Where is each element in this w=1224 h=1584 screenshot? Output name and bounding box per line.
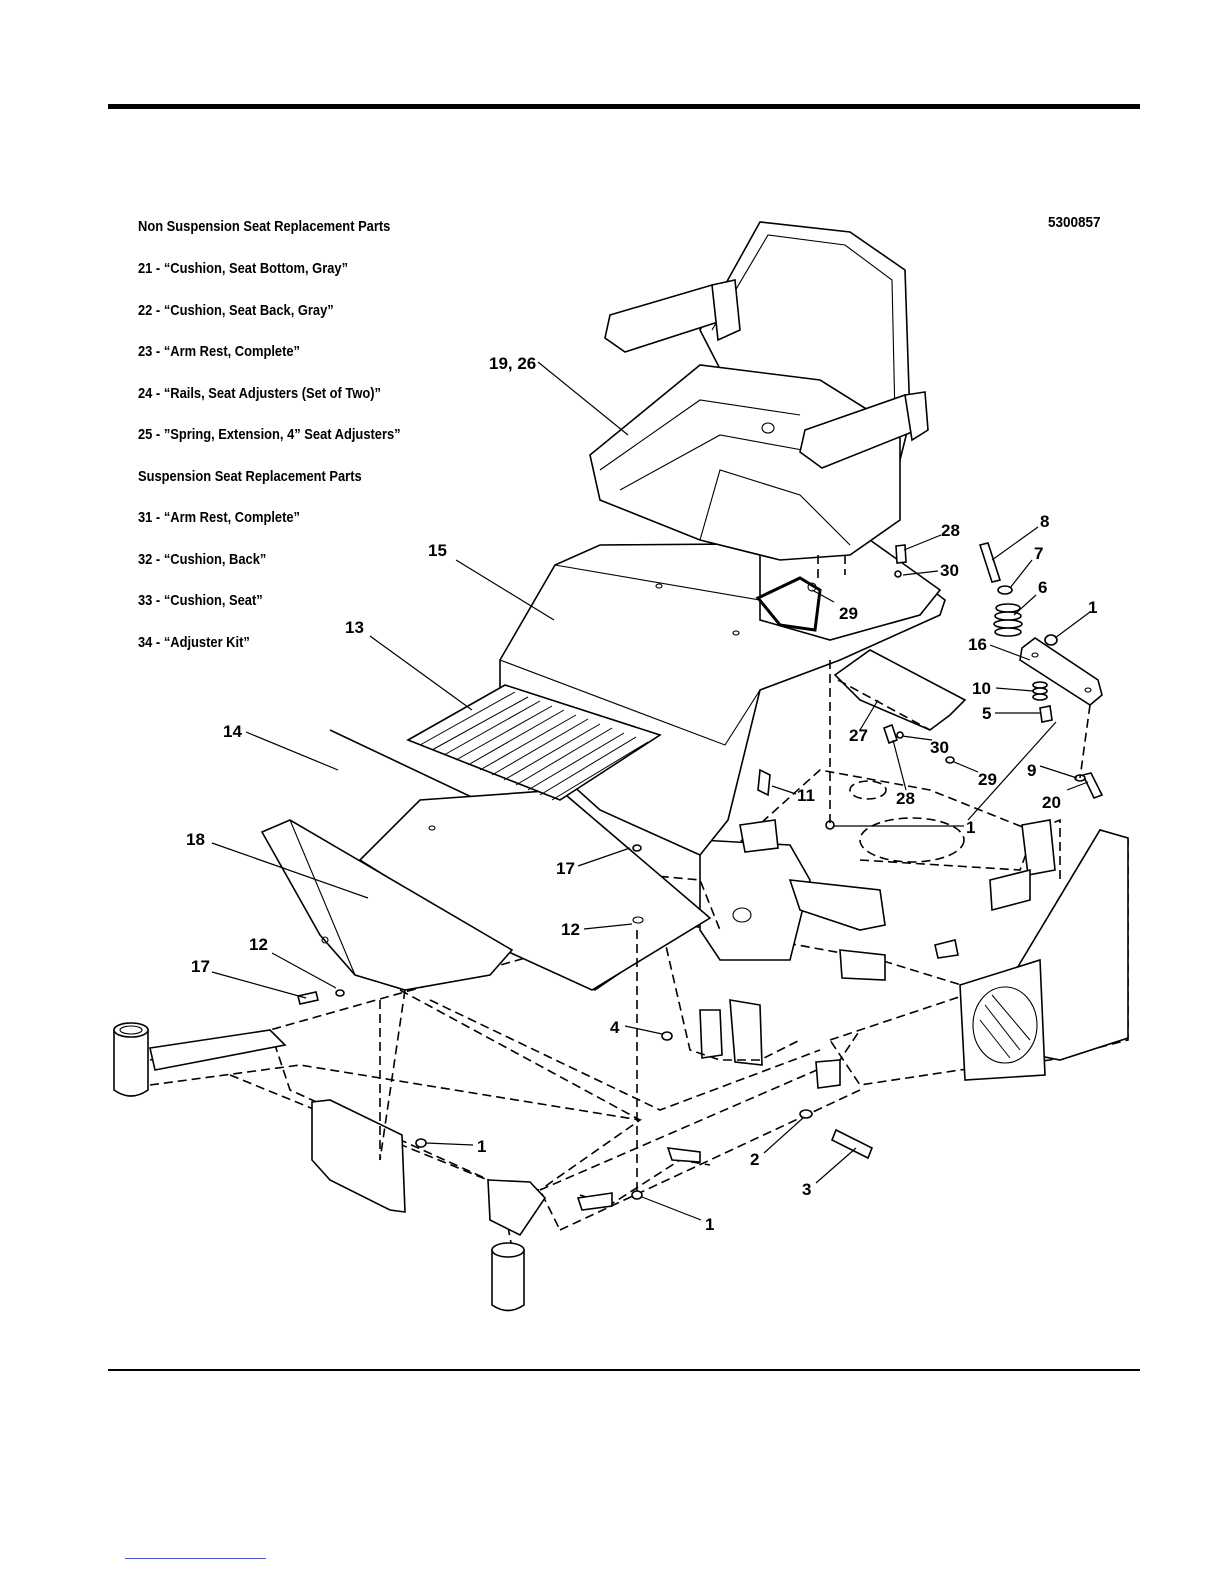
callout-1: 1: [705, 1215, 714, 1234]
callout-18: 18: [186, 830, 205, 849]
seat-switch: [755, 576, 822, 632]
callout-13: 13: [345, 618, 364, 637]
washer: [896, 731, 904, 739]
callout-6: 6: [1038, 578, 1047, 597]
frame-block: [815, 1059, 841, 1089]
parts-list-heading-non-suspension: Non Suspension Seat Replacement Parts: [138, 218, 391, 235]
callout-17: 17: [556, 859, 575, 878]
callout-17: 17: [191, 957, 210, 976]
seat-assembly: [589, 221, 929, 561]
callout-19-26: 19, 26: [489, 354, 536, 373]
callout-14: 14: [223, 722, 242, 741]
callout-15: 15: [428, 541, 447, 560]
callout-27: 27: [849, 726, 868, 745]
parts-list-item: 21 - “Cushion, Seat Bottom, Gray”: [138, 260, 349, 277]
nut: [415, 1138, 427, 1148]
callout-8: 8: [1040, 512, 1049, 531]
callout-5: 5: [982, 704, 991, 723]
screw: [895, 544, 907, 564]
footer-link-underline[interactable]: [125, 1558, 266, 1559]
callout-30: 30: [940, 561, 959, 580]
rear-slot: [989, 868, 1031, 912]
callout-11: 11: [797, 786, 815, 805]
washer: [335, 989, 345, 997]
callout-10: 10: [972, 679, 991, 698]
seat-support-channel: [833, 649, 967, 731]
center-channel: [788, 879, 886, 931]
bolt: [1081, 772, 1104, 800]
center-upright: [699, 1009, 723, 1059]
nut: [945, 756, 955, 764]
callout-labels: 19, 26 15 13 14 18 17 12 12 17 28 30 29 …: [186, 354, 1097, 1234]
front-caster-right: [491, 1242, 525, 1312]
callout-28: 28: [896, 789, 915, 808]
callout-7: 7: [1034, 544, 1043, 563]
screw: [882, 723, 899, 745]
callout-29: 29: [978, 770, 997, 789]
seat-spring: [993, 603, 1023, 637]
parts-list-item: 34 - “Adjuster Kit”: [138, 634, 250, 651]
front-mount-plate: [311, 1099, 406, 1213]
seat-cushion: [589, 364, 901, 561]
center-mount-block: [739, 819, 779, 853]
parts-list-heading-suspension: Suspension Seat Replacement Parts: [138, 468, 362, 485]
rear-bracket: [1021, 819, 1056, 876]
parts-list-item: 25 - ”Spring, Extension, 4” Seat Adjuste…: [138, 426, 401, 443]
washer: [894, 570, 902, 578]
washer: [799, 1109, 813, 1119]
parts-list-item: 24 - “Rails, Seat Adjusters (Set of Two)…: [138, 385, 382, 402]
nut: [631, 1190, 643, 1200]
callout-30: 30: [930, 738, 949, 757]
bolt: [830, 1128, 874, 1160]
diagram-number: 5300857: [1048, 214, 1101, 231]
center-bracket: [839, 949, 886, 981]
callout-20: 20: [1042, 793, 1061, 812]
parts-list-item: 22 - “Cushion, Seat Back, Gray”: [138, 302, 334, 319]
callout-4: 4: [610, 1018, 620, 1037]
spacer: [1039, 705, 1053, 723]
washer: [997, 585, 1013, 595]
footer-rule: [108, 1369, 1140, 1371]
parts-list-item: 23 - “Arm Rest, Complete”: [138, 343, 301, 360]
arm-rest-bracket: [711, 279, 741, 342]
front-axle-right-bracket: [487, 1179, 547, 1237]
parts-list-item: 33 - “Cushion, Seat”: [138, 592, 263, 609]
screw: [297, 991, 319, 1005]
bolt-head: [632, 844, 642, 852]
rear-chassis: [719, 769, 1129, 1089]
nut: [1044, 634, 1058, 646]
floor-mat: [406, 684, 662, 801]
callout-28: 28: [941, 521, 960, 540]
frame-tab: [666, 1147, 701, 1163]
center-upright: [729, 999, 763, 1066]
callout-1: 1: [1088, 598, 1097, 617]
frame-tab: [576, 1192, 613, 1211]
front-caster-left: [113, 1022, 149, 1097]
parts-list-item: 31 - “Arm Rest, Complete”: [138, 509, 301, 526]
callout-2: 2: [750, 1150, 759, 1169]
arm-rest-bracket: [904, 391, 929, 442]
parts-list-item: 32 - “Cushion, Back”: [138, 551, 267, 568]
rear-tab: [934, 939, 959, 959]
seat-switch-actuator: [757, 768, 771, 797]
center-frame: [589, 819, 886, 1066]
seat-pivot-bracket: [1019, 637, 1103, 706]
callout-1: 1: [477, 1137, 486, 1156]
callout-1: 1: [966, 818, 975, 837]
bolt-head: [661, 1031, 673, 1041]
front-shield: [260, 819, 514, 991]
leader-lines: [211, 361, 1091, 1221]
header-rule: [108, 104, 1140, 109]
extension-spring: [1032, 681, 1048, 701]
callout-12: 12: [249, 935, 268, 954]
callout-3: 3: [802, 1180, 811, 1199]
callout-29: 29: [839, 604, 858, 623]
callout-9: 9: [1027, 761, 1036, 780]
callout-12: 12: [561, 920, 580, 939]
callout-16: 16: [968, 635, 987, 654]
front-axle-left-bracket: [149, 1029, 287, 1071]
bolt: [978, 542, 1002, 583]
